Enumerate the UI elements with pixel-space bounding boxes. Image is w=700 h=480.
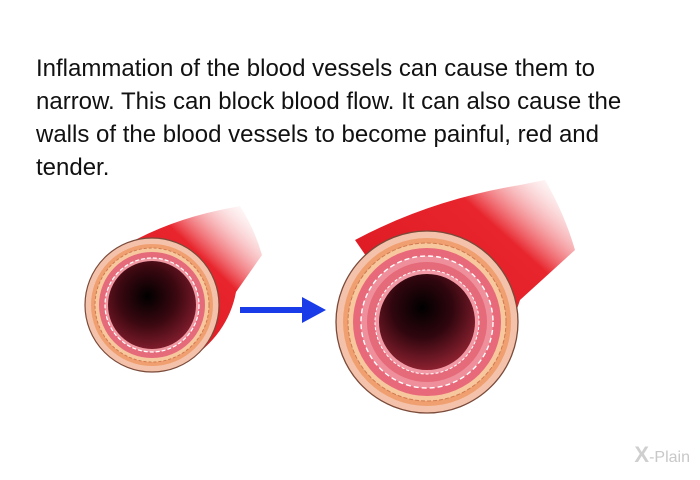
xplain-logo: X-Plain — [634, 442, 690, 468]
blood-vessel-normal-icon — [84, 206, 262, 373]
logo-mark: X — [634, 442, 650, 467]
caption-text: Inflammation of the blood vessels can ca… — [36, 55, 622, 181]
blood-vessel-inflamed-icon — [335, 180, 575, 414]
logo-text: -Plain — [649, 449, 690, 466]
right-arrow-icon — [240, 297, 326, 323]
